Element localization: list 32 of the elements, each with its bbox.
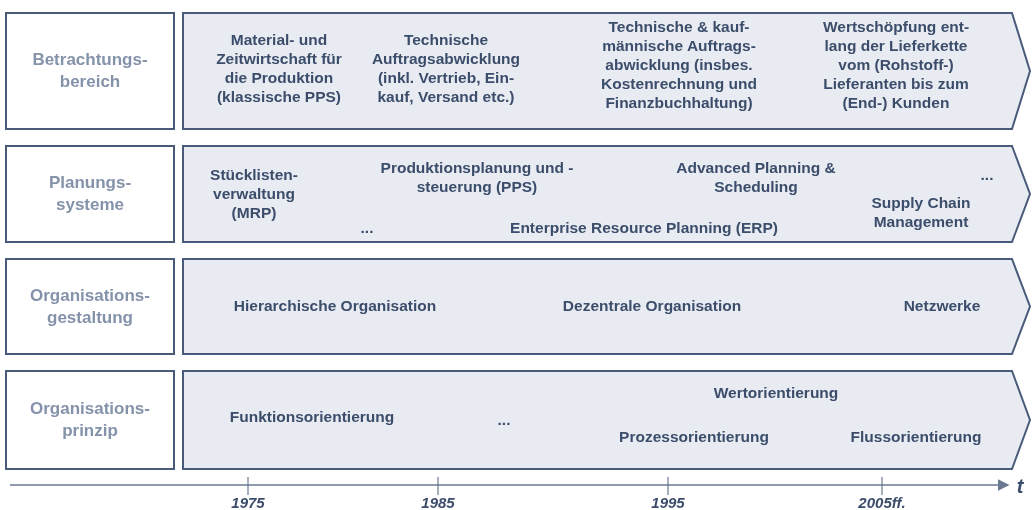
- band-text: ...: [496, 410, 512, 429]
- row-header-box: [5, 145, 175, 243]
- band-text: ...: [359, 218, 375, 237]
- band-text: Advanced Planning & Scheduling: [675, 158, 837, 196]
- band-text: Stücklisten- verwaltung (MRP): [209, 165, 299, 222]
- band-text: Technische & kauf- männische Auftrags- abwicklung (insbes. Kostenrechnung und Finanzbuchhaltung): [600, 17, 758, 112]
- band-text: Material- und Zeitwirtschaft für die Produktion (klassische PPS): [215, 30, 343, 106]
- band-text: Wertorientierung: [712, 383, 840, 402]
- band-text: Hierarchische Organisation: [232, 296, 438, 315]
- row-header-box: [5, 12, 175, 130]
- band-text: ...: [979, 165, 995, 184]
- band-text: Netzwerke: [902, 296, 982, 315]
- row-heading: Betrachtungs- bereich: [31, 49, 149, 93]
- band-text: Supply Chain Management: [870, 193, 972, 231]
- band-text: Funktionsorientierung: [228, 407, 396, 426]
- band-text: Prozessorientierung: [618, 427, 770, 446]
- year-label: 2005ff.: [858, 494, 906, 510]
- row-header-box: [5, 370, 175, 470]
- band-text: Wertschöpfung ent- lang der Lieferkette vom (Rohstoff-) Lieferanten bis zum (End-) Kunden: [821, 17, 971, 112]
- row-heading: Planungs- systeme: [47, 172, 133, 216]
- band-text: Technische Auftragsabwicklung (inkl. Vertrieb, Ein- kauf, Versand etc.): [370, 30, 522, 106]
- year-label: 1985: [421, 494, 455, 510]
- row-heading: Organisations- gestaltung: [29, 284, 151, 329]
- band-text: Dezentrale Organisation: [561, 296, 743, 315]
- year-label: 1975: [231, 494, 265, 510]
- band-text: Flussorientierung: [849, 427, 983, 446]
- year-label: 1995: [651, 494, 685, 510]
- axis-label: t: [1016, 475, 1024, 498]
- band-text: Produktionsplanung und -steuerung (PPS): [379, 158, 575, 196]
- band-text: Enterprise Resource Planning (ERP): [509, 218, 779, 237]
- row-header-box: [5, 258, 175, 355]
- row-heading: Organisations- prinzip: [29, 398, 151, 442]
